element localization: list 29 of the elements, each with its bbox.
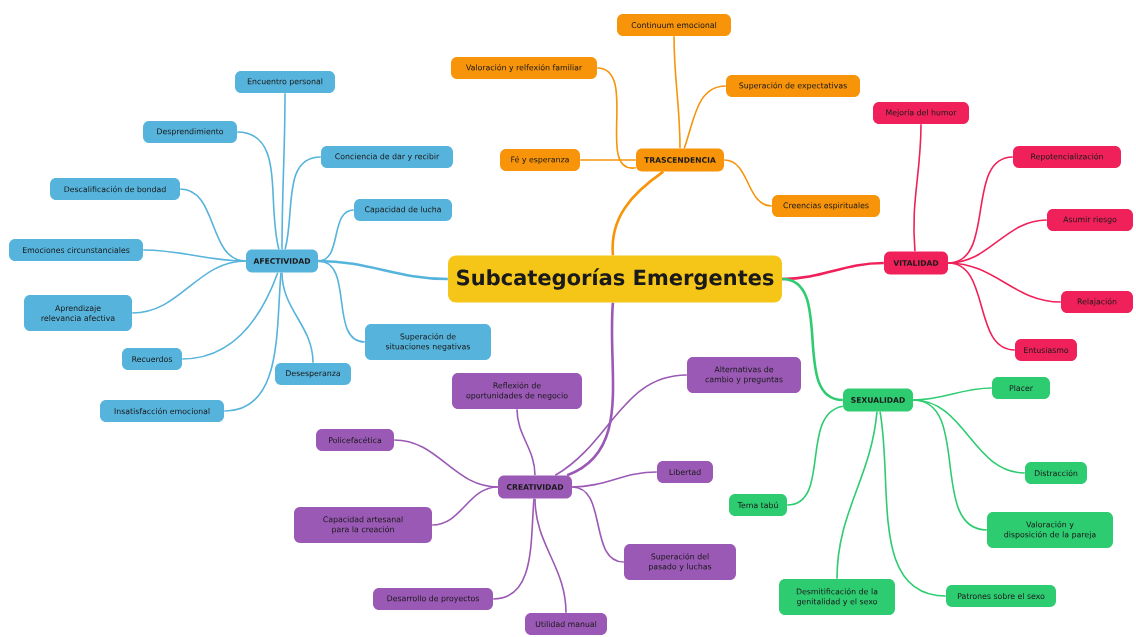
connector (431, 486, 499, 526)
central-topic-box: Subcategorías Emergentes (448, 255, 782, 303)
connector (181, 271, 279, 360)
connector (571, 486, 625, 563)
connector (579, 159, 637, 161)
connector (131, 260, 247, 314)
connector (673, 35, 681, 150)
connector (284, 156, 322, 251)
connector (836, 410, 878, 580)
connector (947, 262, 1016, 351)
connector (492, 497, 535, 600)
connector (317, 260, 366, 343)
connector (723, 159, 773, 207)
connector (781, 277, 844, 402)
connector (912, 399, 988, 531)
connector (786, 405, 844, 506)
connector (516, 408, 536, 477)
connector (913, 123, 922, 253)
connector (534, 497, 567, 614)
connector (281, 92, 286, 251)
connector (281, 271, 314, 364)
connector (223, 271, 282, 412)
connector (236, 131, 280, 251)
connector (879, 410, 947, 597)
connector (683, 85, 727, 150)
connector (566, 302, 615, 477)
connector (596, 67, 637, 169)
connector (611, 170, 665, 256)
connector (554, 374, 688, 477)
